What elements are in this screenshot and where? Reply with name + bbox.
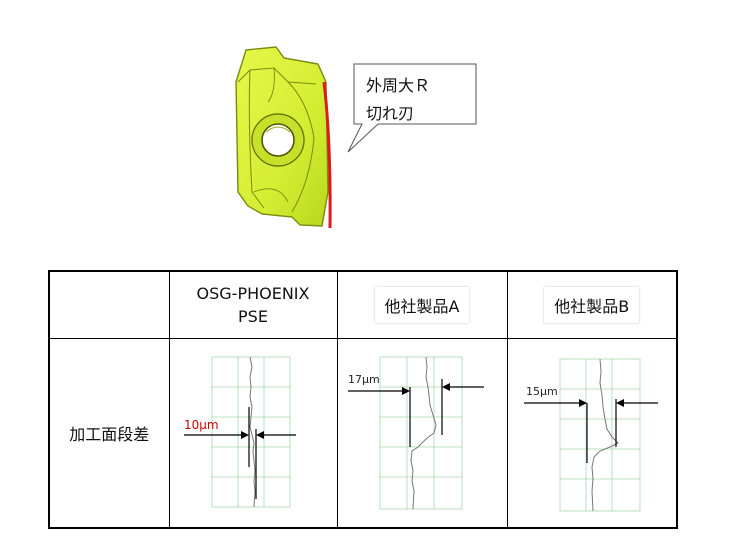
plot-cell-competitor-a: 17μm <box>336 338 508 529</box>
insert-face-line <box>287 81 315 213</box>
plot-cell-competitor-b: 15μm <box>506 338 678 529</box>
arrowhead <box>578 399 587 407</box>
arrowhead <box>401 387 410 395</box>
header-competitor-a-label: 他社製品A <box>374 287 470 323</box>
cutting-edge-highlight <box>322 81 332 229</box>
plot-grid <box>379 356 462 510</box>
callout-line-2: 切れ刃 <box>366 104 415 123</box>
measurement-label: 17μm <box>348 373 380 386</box>
header-competitor-a: 他社製品A <box>336 270 508 339</box>
callout-line-1: 外周大Ｒ <box>366 76 431 95</box>
insert-face-line <box>248 69 265 209</box>
arrowhead <box>441 383 450 391</box>
profile-plot-competitor-b: 15μm <box>523 358 658 512</box>
header-competitor-b-label: 他社製品B <box>544 287 640 323</box>
profile-plot-osg: 10μm <box>183 356 296 508</box>
header-osg: OSG-PHOENIX PSE <box>168 270 338 339</box>
arrowhead <box>240 431 249 439</box>
arrowhead <box>255 431 264 439</box>
row-label-surface-step: 加工面段差 <box>48 338 170 529</box>
plot-cell-osg: 10μm <box>168 338 338 529</box>
measurement-label: 10μm <box>184 418 219 432</box>
header-competitor-b: 他社製品B <box>506 270 678 339</box>
insert-face-line <box>267 67 275 103</box>
plot-grid <box>559 358 640 512</box>
insert-screw-hole-inner <box>261 123 295 157</box>
surface-profile-trace <box>409 356 437 510</box>
surface-profile-trace <box>590 358 619 512</box>
surface-profile-trace <box>248 356 256 508</box>
header-blank <box>48 270 170 339</box>
profile-plot-competitor-a: 17μm <box>347 356 484 510</box>
arrowhead <box>615 399 624 407</box>
callout-text: 外周大Ｒ 切れ刃 <box>366 72 430 128</box>
cutting-insert-illustration <box>235 46 332 229</box>
comparison-table: OSG-PHOENIX PSE 他社製品A 他社製品B 加工面段差 <box>48 270 678 529</box>
header-osg-line2: PSE <box>238 307 268 326</box>
measurement-label: 15μm <box>526 385 558 398</box>
header-osg-line1: OSG-PHOENIX <box>196 284 310 303</box>
callout-bubble <box>347 63 477 153</box>
insert-face-line <box>253 188 289 203</box>
